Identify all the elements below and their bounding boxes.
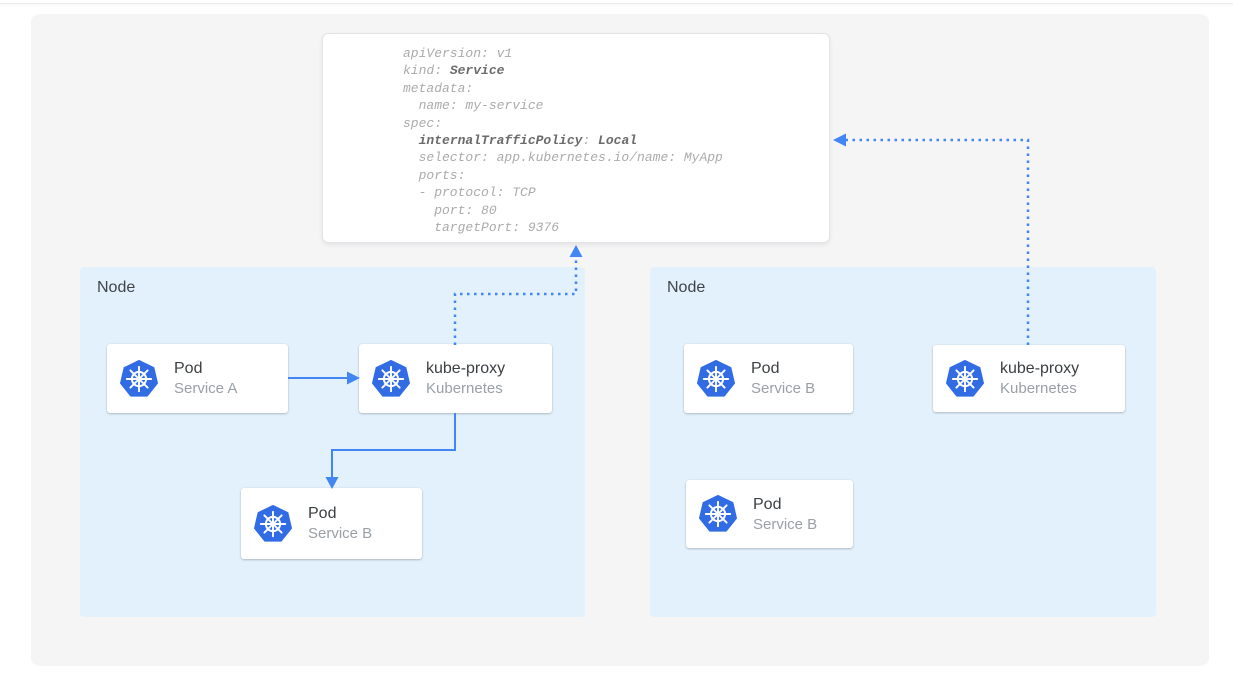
yaml-line: - protocol: TCP [403,185,536,201]
yaml-line: port: 80 [403,202,497,218]
card-title: kube-proxy [1000,360,1080,377]
card-title: Pod [174,360,203,377]
node-box-right: Node Pod Service B kube-proxy Kubernetes… [650,267,1156,617]
top-divider [0,0,1233,4]
yaml-line: name: my-service [403,98,544,114]
yaml-line: internalTrafficPolicy: Local [418,133,638,149]
kubernetes-icon [254,505,292,543]
card-subtitle: Service B [753,515,818,533]
pod-card: Pod Service A [107,344,288,413]
node-label: Node [97,279,136,296]
kube-proxy-card: kube-proxy Kubernetes [359,344,552,413]
yaml-line: kind: Service [403,63,505,79]
yaml-line: spec: [403,115,443,131]
card-title: Pod [308,505,337,522]
card-title: Pod [751,360,780,377]
yaml-line: apiVersion: v1 [403,46,513,61]
card-title: Pod [753,495,782,513]
card-subtitle: Kubernetes [426,380,503,397]
pod-card: Pod Service B [684,344,853,413]
kubernetes-icon [120,360,158,398]
yaml-line: ports: [403,167,466,183]
card-title: kube-proxy [426,360,506,377]
pod-card: Pod Service B [241,488,422,559]
node-box-left: Node Pod Service A kube-proxy Kubernetes… [80,267,585,617]
kubernetes-icon [946,360,984,398]
yaml-line: targetPort: 9376 [403,220,560,236]
kube-proxy-card: kube-proxy Kubernetes [933,345,1125,412]
service-yaml-card: apiVersion: v1 kind: Service metadata: n… [322,33,830,243]
kubernetes-icon [699,495,737,533]
yaml-line: selector: app.kubernetes.io/name: MyApp [403,150,723,166]
node-label: Node [667,279,706,296]
pod-card: Pod Service B [686,480,853,548]
card-subtitle: Kubernetes [1000,380,1077,397]
kubernetes-icon [697,360,735,398]
card-subtitle: Service B [308,525,373,542]
yaml-line: metadata: [403,80,474,96]
card-subtitle: Service B [751,380,816,397]
card-subtitle: Service A [174,380,238,397]
kubernetes-icon [372,360,410,398]
